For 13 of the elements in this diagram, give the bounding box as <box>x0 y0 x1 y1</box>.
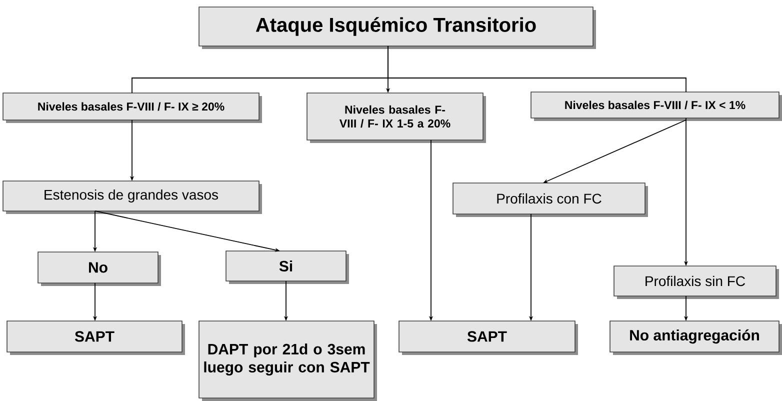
flow-box: SAPT <box>6 320 185 355</box>
flow-box: No antiagregación <box>610 320 782 355</box>
flow-box: Niveles basales F-VIII / F- IX < 1% <box>530 92 782 121</box>
flow-box: Si <box>226 250 349 284</box>
flow-box: Estenosis de grandes vasos <box>2 180 262 214</box>
flow-box: Niveles basales F-VIII / F- IX 1-5 a 20% <box>306 92 486 143</box>
flow-box: No <box>38 252 161 286</box>
flow-box: Profilaxis con FC <box>452 182 648 217</box>
flow-box: Ataque Isquémico Transitorio <box>198 6 596 49</box>
flow-box: DAPT por 21d o 3sem luego seguir con SAPT <box>198 320 377 401</box>
flow-box: SAPT <box>398 320 578 355</box>
flow-box: Niveles basales F-VIII / F- IX ≥ 20% <box>2 92 262 123</box>
flow-box: Profilaxis sin FC <box>614 266 779 299</box>
